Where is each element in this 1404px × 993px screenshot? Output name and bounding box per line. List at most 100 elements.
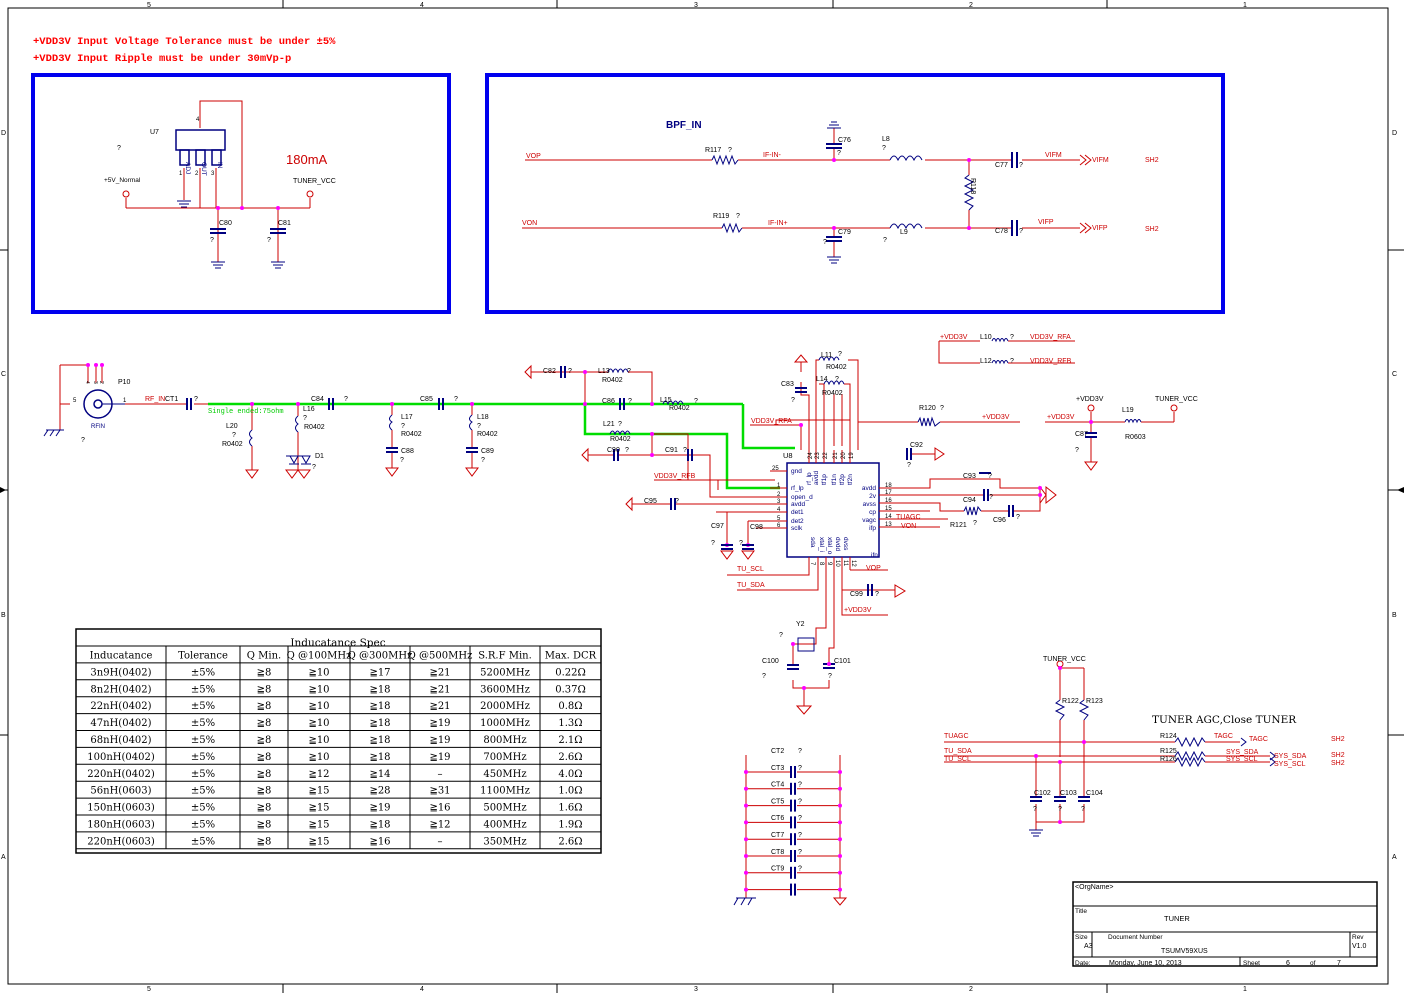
spec-cell: 800MHz	[483, 735, 526, 746]
bpf-title: BPF_IN	[666, 120, 702, 131]
c88-ref: C88	[401, 448, 414, 455]
ct-value: ?	[798, 849, 802, 856]
l13-ref: L13	[598, 368, 610, 375]
c92-value: ?	[907, 462, 911, 469]
c86-ref: C86	[602, 398, 615, 405]
net-von: VON	[522, 220, 537, 227]
sheet-ref-vifm: SH2	[1145, 157, 1159, 164]
c84-value: ?	[344, 396, 348, 403]
spec-cell: ≧18	[369, 735, 390, 746]
sheet-number: 6	[1286, 960, 1290, 967]
net-vdd3v-rfa-u8: VDD3V_RFA	[751, 418, 792, 425]
sheet-label: Sheet	[1243, 960, 1260, 967]
col-label: 3	[694, 2, 698, 9]
ct-junction	[744, 820, 748, 825]
spec-header-cell: S.R.F Min.	[478, 651, 532, 662]
doc-number: TSUMV59XUS	[1161, 948, 1208, 955]
spec-header-cell: Tolerance	[178, 651, 228, 662]
c89-ref: C89	[481, 448, 494, 455]
spec-cell: ≧12	[429, 820, 450, 831]
spec-cell: 2000MHz	[480, 701, 530, 712]
size-value: A3	[1084, 943, 1093, 950]
u8-pin-name: det1	[791, 509, 804, 516]
c78-ref: C78	[995, 228, 1008, 235]
r123-ref: R123	[1086, 698, 1103, 705]
c94-value: ?	[989, 494, 993, 501]
c88-value: ?	[400, 457, 404, 464]
l15-footprint: R0402	[669, 405, 690, 412]
vdd-split: +VDD3V L10 ? VDD3V_RFA L12 ? VDD3V_RFB	[938, 334, 1075, 365]
rf-signal-path	[208, 402, 795, 490]
spec-cell: ±5%	[191, 684, 215, 695]
p10-pin3: 3	[92, 381, 98, 384]
spec-cell: ≧14	[369, 769, 390, 780]
c76-ref: C76	[838, 137, 851, 144]
l8-ref: L8	[882, 136, 890, 143]
p10-name: RFIN	[91, 424, 105, 430]
c82-ref: C82	[543, 368, 556, 375]
net-if-in-p: IF-IN+	[768, 220, 788, 227]
spec-cell: 0.8Ω	[558, 701, 582, 712]
spec-cell: ±5%	[191, 786, 215, 797]
u8-pin-name: dvss	[842, 537, 849, 551]
spec-cell: ≧21	[429, 684, 450, 695]
c98-ref: C98	[750, 524, 763, 531]
spec-cell: 3n9H(0402)	[90, 667, 151, 678]
bpf-circuit: BPF_IN VOP VON R117 ? R119 ? IF-IN- IF-I…	[522, 120, 1159, 264]
spec-cell: ≧8	[257, 735, 272, 746]
vcc-filter: +VDD3V +VDD3V TUNER_VCC L19 R0603 C87 ?	[1045, 396, 1198, 462]
l8-value: ?	[882, 145, 886, 152]
ct-ref: CT7	[771, 832, 784, 839]
spec-cell: ≧18	[369, 701, 390, 712]
note-ripple: +VDD3V Input Ripple must be under 30mVp-…	[33, 53, 291, 65]
spec-cell: 450MHz	[483, 769, 526, 780]
l20-value: ?	[232, 432, 236, 439]
spec-cell: ≧19	[429, 718, 450, 729]
port-vifm: VIFM	[1092, 157, 1109, 164]
title-label: Title	[1075, 908, 1087, 915]
c81-ref: C81	[278, 220, 291, 227]
u8-pin-num: 25	[772, 466, 779, 472]
d1-ref: D1	[315, 453, 324, 460]
ct-junction	[838, 820, 842, 825]
spec-cell: ≧21	[429, 667, 450, 678]
spec-cell: 1.9Ω	[558, 820, 582, 831]
l13-footprint: R0402	[602, 377, 623, 384]
spec-cell: ≧8	[257, 684, 272, 695]
r120-ref: R120	[919, 405, 936, 412]
ct-value: ?	[798, 866, 802, 873]
spec-cell: 400MHz	[483, 820, 526, 831]
net-vifp: VIFP	[1038, 219, 1054, 226]
ct-junction	[838, 803, 842, 808]
u7-pin-out: OUT	[200, 162, 207, 176]
ct-junction	[744, 786, 748, 791]
c82-value: ?	[568, 368, 572, 375]
ct-value: ?	[798, 748, 802, 755]
c80-value: ?	[210, 237, 214, 244]
u8-pin-name: ifn	[871, 552, 878, 559]
u7-value: ?	[117, 145, 121, 152]
spec-cell: 1100MHz	[480, 786, 530, 797]
u8-pin-name: 2v	[869, 493, 877, 500]
ct-junction	[744, 837, 748, 842]
c96-ref: C96	[993, 517, 1006, 524]
spec-cell: ≧18	[369, 820, 390, 831]
spec-cell: ≧10	[308, 735, 329, 746]
sheet-ref-vifp: SH2	[1145, 226, 1159, 233]
spec-header-cell: Q @300MHz	[348, 651, 413, 662]
spec-cell: ±5%	[191, 667, 215, 678]
ct-ref: CT3	[771, 765, 784, 772]
u8-pin-name: tf1p	[821, 474, 828, 485]
c104-ref: C104	[1086, 790, 1103, 797]
c90-value: ?	[625, 447, 629, 454]
u8-pin-num: 12	[850, 560, 856, 567]
c87-value: ?	[1075, 447, 1079, 454]
spec-cell: ≧21	[429, 701, 450, 712]
net-tu-sda: TU_SDA	[944, 748, 972, 755]
r120-value: ?	[940, 405, 944, 412]
p10-pin2: 2	[98, 381, 104, 384]
spec-cell: 3600MHz	[480, 684, 530, 695]
c85-value: ?	[454, 396, 458, 403]
l12-value: ?	[1010, 358, 1014, 365]
